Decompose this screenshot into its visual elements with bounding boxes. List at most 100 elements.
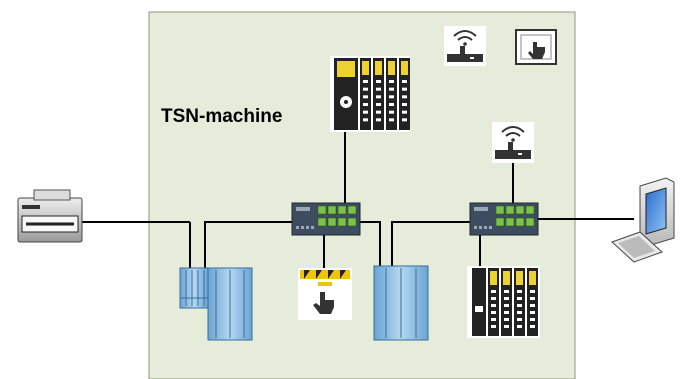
io-module-tab [516,271,523,285]
plc-rack-icon [373,265,429,341]
io-module [501,268,512,336]
io-module-led [363,80,368,83]
io-module-led [376,110,381,114]
switch-port [327,205,337,215]
computer-icon [611,177,675,263]
switch-led [306,226,309,229]
io-module-led [402,110,407,114]
io-module-led [517,318,522,321]
switch-port [327,217,337,227]
io-module-led [389,110,394,114]
switch-port [505,217,515,227]
io-module-led [376,80,381,83]
io-module-tab [529,271,536,285]
switch-port [495,217,505,227]
io-module-led [504,325,509,328]
io-controller-icon [330,56,410,132]
io-module-led [376,87,381,91]
wireless-router-icon [492,122,534,163]
io-module-tab [490,271,497,285]
io-module-led [491,325,496,328]
switch-led [479,226,482,229]
io-module-led [363,103,368,106]
switch-port [337,205,347,215]
io-module-led [402,87,407,91]
network-switch-icon [469,202,539,236]
io-module-tab [362,61,369,75]
switch-led [296,226,299,229]
io-module-tab [375,61,382,75]
io-module-led [504,297,509,300]
switch-port [525,205,535,215]
switch-led [474,226,477,229]
io-module-led [517,297,522,300]
io-module-led [504,311,509,314]
io-module-led [530,304,535,307]
io-module [527,268,538,336]
switch-port [347,205,357,215]
switch-port [495,205,505,215]
io-module-led [363,118,368,122]
io-module [386,58,397,130]
io-module-led [504,318,509,321]
io-module-led [402,95,407,99]
io-module-tab [388,61,395,75]
emergency-stop-icon [298,268,352,320]
link-switch-rack [204,221,292,268]
io-module-led [504,290,509,293]
switch-port [525,217,535,227]
io-module-led [517,290,522,293]
switch-led [301,226,304,229]
io-module-led [376,103,381,106]
io-module-led [402,103,407,106]
switch-led [311,226,314,229]
io-module [488,268,499,336]
io-module-led [376,118,381,122]
io-module-led [363,110,368,114]
io-module-led [363,87,368,91]
switch-port [505,205,515,215]
switch-port [347,217,357,227]
io-module-led [517,304,522,307]
link-switch-rackmid-1 [360,221,381,268]
io-module-tab [401,61,408,75]
wireless-router-icon [444,26,486,66]
plc-rack-icon [179,267,253,341]
switch-led [489,226,492,229]
io-module-led [530,297,535,300]
io-module-led [530,325,535,328]
switch-port [515,217,525,227]
io-controller-icon [467,266,540,338]
io-module-led [530,290,535,293]
io-module [399,58,410,130]
io-module-led [491,311,496,314]
io-module-led [389,118,394,122]
io-module-tab [503,271,510,285]
switch-port [337,217,347,227]
switch-port [317,205,327,215]
io-module-led [389,103,394,106]
io-module-led [530,311,535,314]
io-module-led [402,118,407,122]
switch-port [515,205,525,215]
network-switch-icon [291,202,361,236]
io-module-led [389,95,394,99]
io-module-led [530,318,535,321]
io-module-led [517,311,522,314]
printer-icon [17,189,83,243]
io-module-led [389,80,394,83]
zone-label: TSN-machine [161,106,283,127]
touch-panel-icon [515,29,557,65]
io-module-led [491,290,496,293]
io-module [360,58,371,130]
io-module-led [491,297,496,300]
io-module-led [504,304,509,307]
io-module-led [363,95,368,99]
io-module-led [402,80,407,83]
switch-led [484,226,487,229]
switch-port [317,217,327,227]
io-module-led [376,95,381,99]
io-module [373,58,384,130]
io-module-led [491,318,496,321]
